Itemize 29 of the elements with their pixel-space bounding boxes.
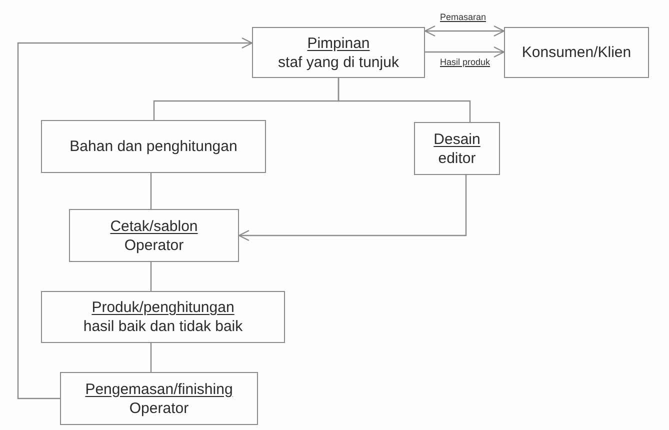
arrow	[17, 37, 253, 400]
connector-line	[150, 173, 152, 209]
arrow	[424, 25, 505, 37]
box-heading: Pengemasan/finishing	[85, 380, 233, 398]
process-box	[504, 27, 649, 78]
box-text: editor	[438, 148, 476, 168]
connector-line	[338, 78, 471, 122]
connector-line	[150, 262, 152, 291]
edge-label: Pemasaran	[438, 12, 488, 23]
box-heading: Cetak/sablon	[110, 216, 198, 236]
process-box	[60, 372, 258, 425]
box-heading: Pimpinan	[307, 34, 370, 52]
edge-label: Hasil produk	[438, 57, 492, 68]
box-text: Bahan dan penghitungan	[70, 137, 238, 156]
box-text: Konsumen/Klien	[522, 43, 632, 62]
box-heading: Desain	[434, 130, 480, 148]
box-text: Operator	[129, 398, 189, 418]
process-box	[41, 120, 266, 173]
box-text: staf yang di tunjuk	[278, 52, 399, 72]
process-box	[414, 122, 500, 175]
box-heading: Produk/penghitungan	[92, 298, 234, 317]
process-box	[41, 291, 285, 343]
arrow	[238, 175, 467, 242]
arrow	[425, 46, 505, 58]
process-box	[69, 209, 239, 262]
box-text: hasil baik dan tidak baik	[83, 317, 243, 336]
box-text: Operator	[124, 236, 184, 254]
connector-line	[150, 343, 152, 372]
process-box	[252, 27, 425, 78]
